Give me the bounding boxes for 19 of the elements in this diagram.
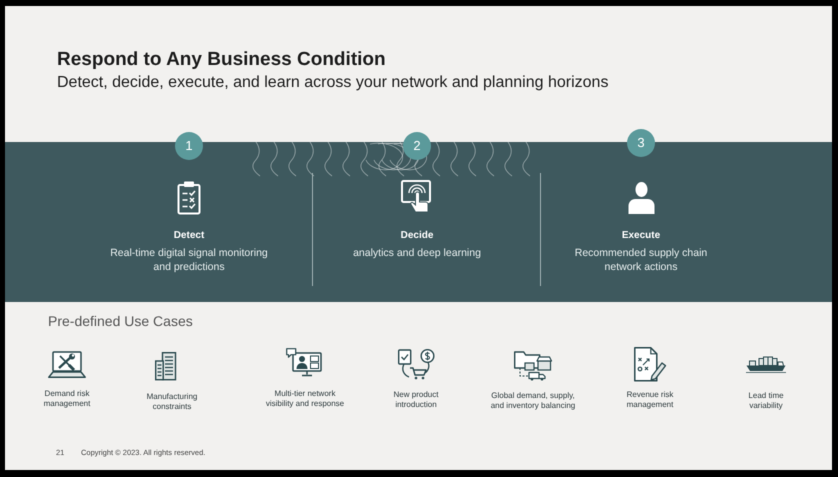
use-case-caption: Manufacturing constraints <box>146 392 198 412</box>
use-case-caption: New product introduction <box>392 390 440 410</box>
step-title: Detect <box>172 230 206 242</box>
slide-subtitle: Detect, decide, execute, and learn across your network and planning horizons <box>57 73 608 93</box>
use-case-caption: Demand risk management <box>42 389 92 409</box>
step-description: Real-time digital signal monitoring and predictions <box>109 246 269 274</box>
use-case-caption: Revenue risk management <box>626 390 674 410</box>
use-case-caption: Global demand, supply, and inventory balancing <box>490 391 576 411</box>
step-number-circle: 1 <box>175 132 203 160</box>
step-description: analytics and deep learning <box>352 246 482 260</box>
step-description: Recommended supply chain network actions <box>574 246 708 274</box>
step-number-circle: 3 <box>627 129 655 157</box>
use-case-caption: Lead time variability <box>747 391 785 411</box>
step-title: Decide <box>400 230 434 242</box>
slide-title: Respond to Any Business Condition <box>57 49 386 71</box>
use-case-caption: Multi-tier network visibility and response <box>264 389 346 409</box>
step-number-circle: 2 <box>403 132 431 160</box>
section-heading: Pre-defined Use Cases <box>48 313 193 330</box>
step-title: Execute <box>620 230 662 242</box>
